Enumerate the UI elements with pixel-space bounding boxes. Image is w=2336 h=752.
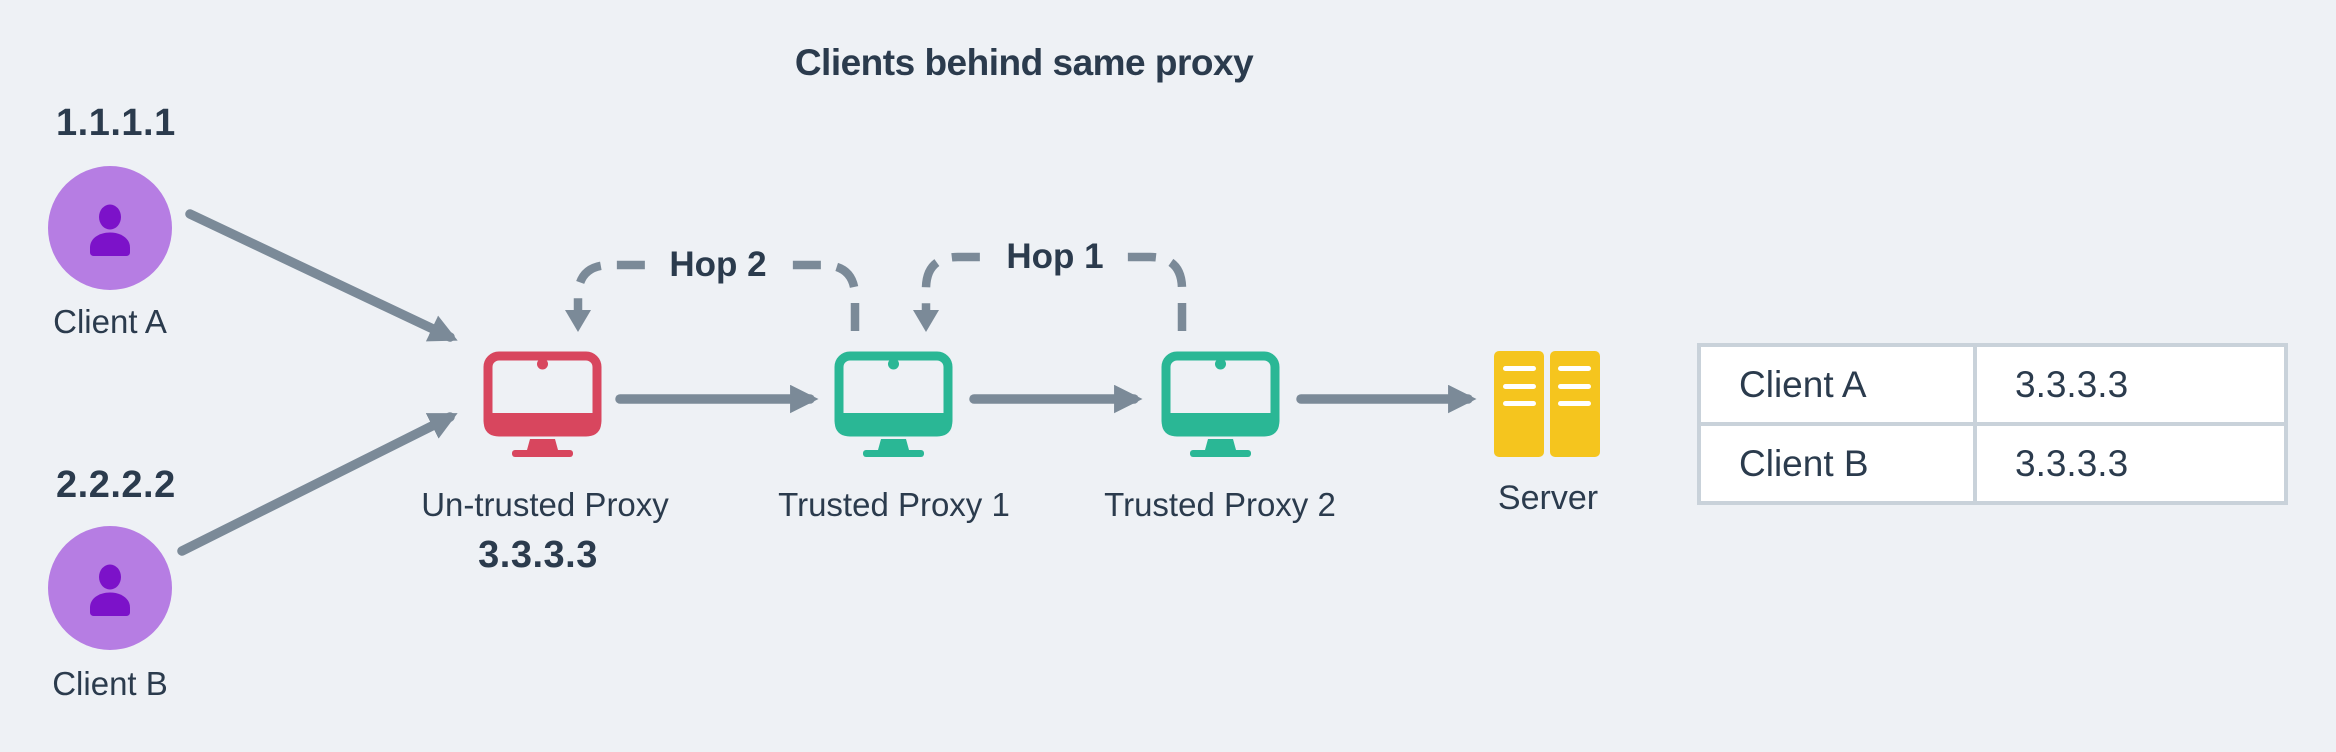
trusted-proxy-2-label: Trusted Proxy 2 (1104, 486, 1336, 523)
table-cell-ip: 3.3.3.3 (1977, 347, 2284, 422)
arrow-client-b-to-untrusted-proxy (177, 412, 458, 556)
client-a-avatar (48, 166, 172, 290)
trusted-proxy-2-icon (1161, 351, 1280, 457)
untrusted-proxy-icon (483, 351, 602, 457)
trusted-proxy-1-icon (834, 351, 953, 457)
table-cell-client: Client B (1701, 426, 1973, 501)
table-cell-ip: 3.3.3.3 (1977, 426, 2284, 501)
hop-1-arrowhead (913, 310, 939, 332)
client-a-label: Client A (53, 303, 167, 340)
server-label: Server (1497, 479, 1599, 517)
hop-2-label: Hop 2 (655, 243, 781, 287)
client-ip-table: Client A 3.3.3.3 Client B 3.3.3.3 (1697, 343, 2288, 505)
diagram-title: Clients behind same proxy (794, 42, 1254, 83)
client-b-label: Client B (52, 665, 168, 702)
client-a-ip: 1.1.1.1 (56, 102, 176, 144)
monitor-icon (483, 351, 602, 457)
client-b-avatar (48, 526, 172, 650)
server-icon-box (1494, 351, 1600, 457)
person-icon (90, 204, 130, 256)
client-b-ip: 2.2.2.2 (56, 464, 176, 506)
hop-1-label: Hop 1 (992, 235, 1118, 279)
trusted-proxy-1-label: Trusted Proxy 1 (778, 486, 1010, 523)
monitor-icon (834, 351, 953, 457)
server-icon (1494, 351, 1600, 457)
table-cell-client: Client A (1701, 347, 1973, 422)
untrusted-proxy-label: Un-trusted Proxy (421, 486, 669, 523)
person-icon (90, 564, 130, 616)
hop-2-arrowhead (565, 310, 591, 332)
untrusted-proxy-ip: 3.3.3.3 (478, 534, 598, 576)
arrow-client-a-to-untrusted-proxy (185, 209, 458, 342)
monitor-icon (1161, 351, 1280, 457)
